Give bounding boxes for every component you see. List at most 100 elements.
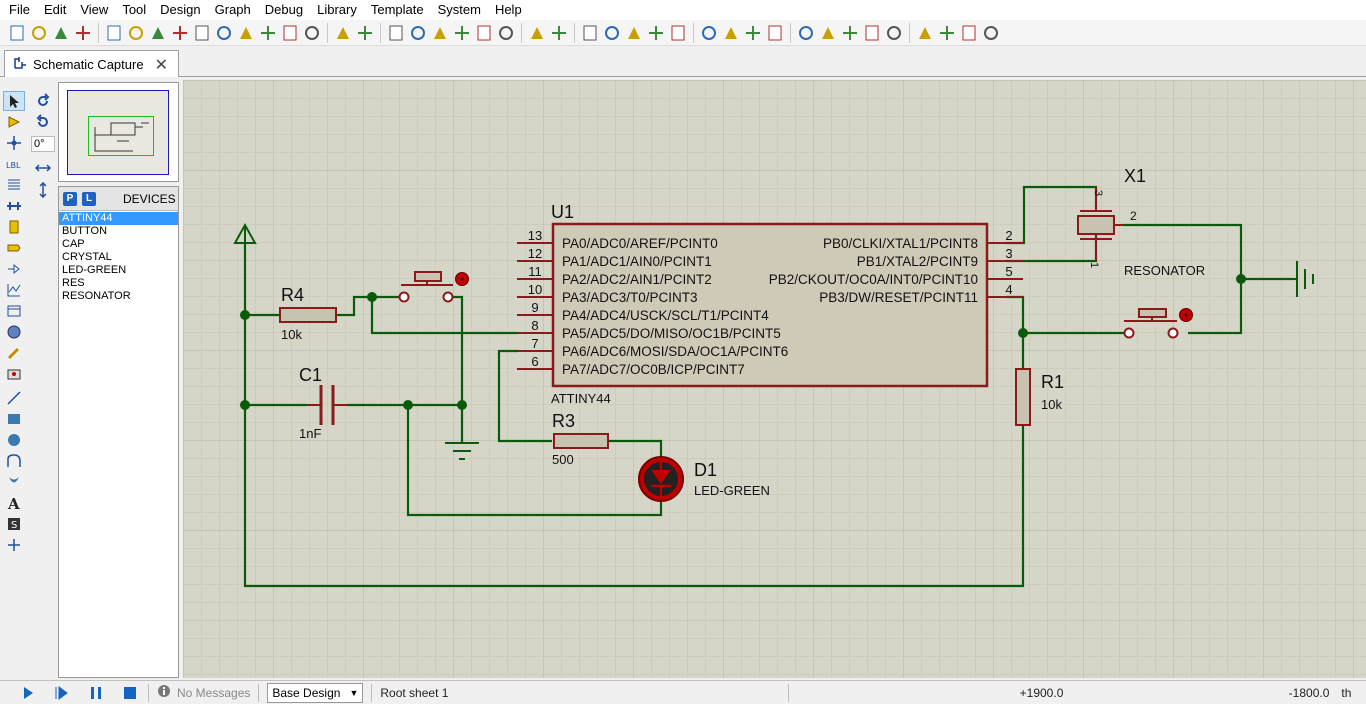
r1-resistor[interactable]: R1 10k xyxy=(1015,368,1064,426)
junction-dot-icon[interactable] xyxy=(3,133,25,153)
device-list-item[interactable]: ATTINY44 xyxy=(59,212,178,225)
rotate-clockwise-icon[interactable] xyxy=(32,91,54,111)
symbol-icon[interactable]: S xyxy=(3,514,25,534)
line-icon[interactable] xyxy=(3,388,25,408)
library-manager-button[interactable]: L xyxy=(82,191,96,206)
design-variant-select[interactable]: Base Design ▼ xyxy=(267,682,364,703)
subcircuit-icon[interactable] xyxy=(3,217,25,237)
text-script-icon[interactable] xyxy=(3,175,25,195)
buses-icon[interactable] xyxy=(3,196,25,216)
zoom-out-icon[interactable] xyxy=(451,22,473,44)
copy-icon[interactable] xyxy=(601,22,623,44)
menu-view[interactable]: View xyxy=(80,2,109,17)
property-icon[interactable] xyxy=(883,22,905,44)
zoom-in-icon[interactable] xyxy=(429,22,451,44)
pan-icon[interactable] xyxy=(407,22,429,44)
terminals-icon[interactable] xyxy=(3,238,25,258)
text-icon[interactable]: A xyxy=(3,493,25,513)
component-icon[interactable] xyxy=(125,22,147,44)
paste-icon[interactable] xyxy=(623,22,645,44)
zoom-area-icon[interactable] xyxy=(495,22,517,44)
delete-sheet-icon[interactable] xyxy=(936,22,958,44)
ground-right[interactable] xyxy=(1293,261,1314,297)
back-icon[interactable] xyxy=(169,22,191,44)
menu-debug[interactable]: Debug xyxy=(264,2,304,17)
decompose-icon[interactable] xyxy=(795,22,817,44)
wire-label-icon[interactable]: LBL xyxy=(3,154,25,174)
device-list-item[interactable]: CRYSTAL xyxy=(62,251,112,263)
close-icon[interactable]: ✕ xyxy=(154,57,168,74)
x1-resonator[interactable]: X1 RESONATOR 2 3 1 xyxy=(1077,166,1205,278)
undo-icon[interactable] xyxy=(526,22,548,44)
origin-icon[interactable] xyxy=(385,22,407,44)
device-list-item[interactable]: LED-GREEN xyxy=(62,264,127,276)
netlist-icon[interactable] xyxy=(257,22,279,44)
stop-icon[interactable] xyxy=(120,683,140,703)
help-icon[interactable] xyxy=(301,22,323,44)
generator-icon[interactable] xyxy=(3,322,25,342)
menu-design[interactable]: Design xyxy=(160,2,201,17)
box-icon[interactable] xyxy=(3,409,25,429)
messages-status[interactable]: No Messages xyxy=(177,685,251,700)
wire-autoroute-icon[interactable] xyxy=(839,22,861,44)
circle-icon[interactable] xyxy=(3,430,25,450)
virtual-instruments-icon[interactable] xyxy=(3,364,25,384)
menu-graph[interactable]: Graph xyxy=(214,2,251,17)
make-device-icon[interactable] xyxy=(764,22,786,44)
device-pins-icon[interactable] xyxy=(3,259,25,279)
arc-icon[interactable] xyxy=(3,451,25,471)
notes-icon[interactable] xyxy=(279,22,301,44)
r3-resistor[interactable]: R3 500 xyxy=(552,411,609,467)
block-copy-icon[interactable] xyxy=(645,22,667,44)
device-list-item[interactable]: CAP xyxy=(62,238,85,250)
menu-tool[interactable]: Tool xyxy=(122,2,147,17)
d1-led[interactable]: D1 LED-GREEN xyxy=(638,456,770,502)
search-icon[interactable] xyxy=(861,22,883,44)
ground-left[interactable] xyxy=(445,442,479,460)
u1-chip[interactable]: U1 ATTINY44 13PA0/ADC0/AREF/PCINT012PA1/… xyxy=(517,202,1023,406)
menu-library[interactable]: Library xyxy=(317,2,357,17)
rotation-angle-field[interactable]: 0° xyxy=(31,136,55,152)
save-icon[interactable] xyxy=(50,22,72,44)
home-icon[interactable] xyxy=(103,22,125,44)
pause-icon[interactable] xyxy=(86,683,106,703)
component-mode-icon[interactable] xyxy=(3,112,25,132)
mirror-horizontal-icon[interactable] xyxy=(32,158,54,178)
device-list-item[interactable]: BUTTON xyxy=(62,225,108,237)
device-list-item[interactable]: RES xyxy=(62,277,85,289)
erc-icon[interactable] xyxy=(980,22,1002,44)
device-list-item[interactable]: RESONATOR xyxy=(62,290,131,302)
hierarchy-icon[interactable] xyxy=(235,22,257,44)
c1-capacitor[interactable]: C1 1nF xyxy=(299,365,347,441)
menu-edit[interactable]: Edit xyxy=(43,2,67,17)
pick-devices-button[interactable]: P xyxy=(63,191,77,206)
menu-file[interactable]: File xyxy=(9,2,30,17)
sheet-nav-icon[interactable] xyxy=(958,22,980,44)
pick-device-icon[interactable] xyxy=(742,22,764,44)
voltage-probe-icon[interactable] xyxy=(3,343,25,363)
menu-system[interactable]: System xyxy=(437,2,481,17)
import-icon[interactable] xyxy=(72,22,94,44)
refresh-icon[interactable] xyxy=(332,22,354,44)
block-delete-icon[interactable] xyxy=(720,22,742,44)
package-icon[interactable] xyxy=(817,22,839,44)
graph-mode-icon[interactable] xyxy=(3,280,25,300)
step-icon[interactable] xyxy=(52,683,72,703)
redo-icon[interactable] xyxy=(548,22,570,44)
cut-icon[interactable] xyxy=(579,22,601,44)
rotate-anticlockwise-icon[interactable] xyxy=(32,112,54,132)
selection-mode-icon[interactable] xyxy=(3,91,25,111)
new-sheet-icon[interactable] xyxy=(914,22,936,44)
marker-icon[interactable] xyxy=(3,535,25,555)
grid-icon[interactable] xyxy=(354,22,376,44)
block-rotate-icon[interactable] xyxy=(698,22,720,44)
play-icon[interactable] xyxy=(18,683,38,703)
power-terminal[interactable] xyxy=(233,222,257,244)
tab-schematic-capture[interactable]: Schematic Capture ✕ xyxy=(4,50,179,77)
tape-recorder-icon[interactable] xyxy=(3,301,25,321)
button-sw-right[interactable] xyxy=(1123,308,1193,339)
button-sw-left[interactable] xyxy=(397,271,469,303)
menu-help[interactable]: Help xyxy=(494,2,522,17)
menu-template[interactable]: Template xyxy=(370,2,424,17)
